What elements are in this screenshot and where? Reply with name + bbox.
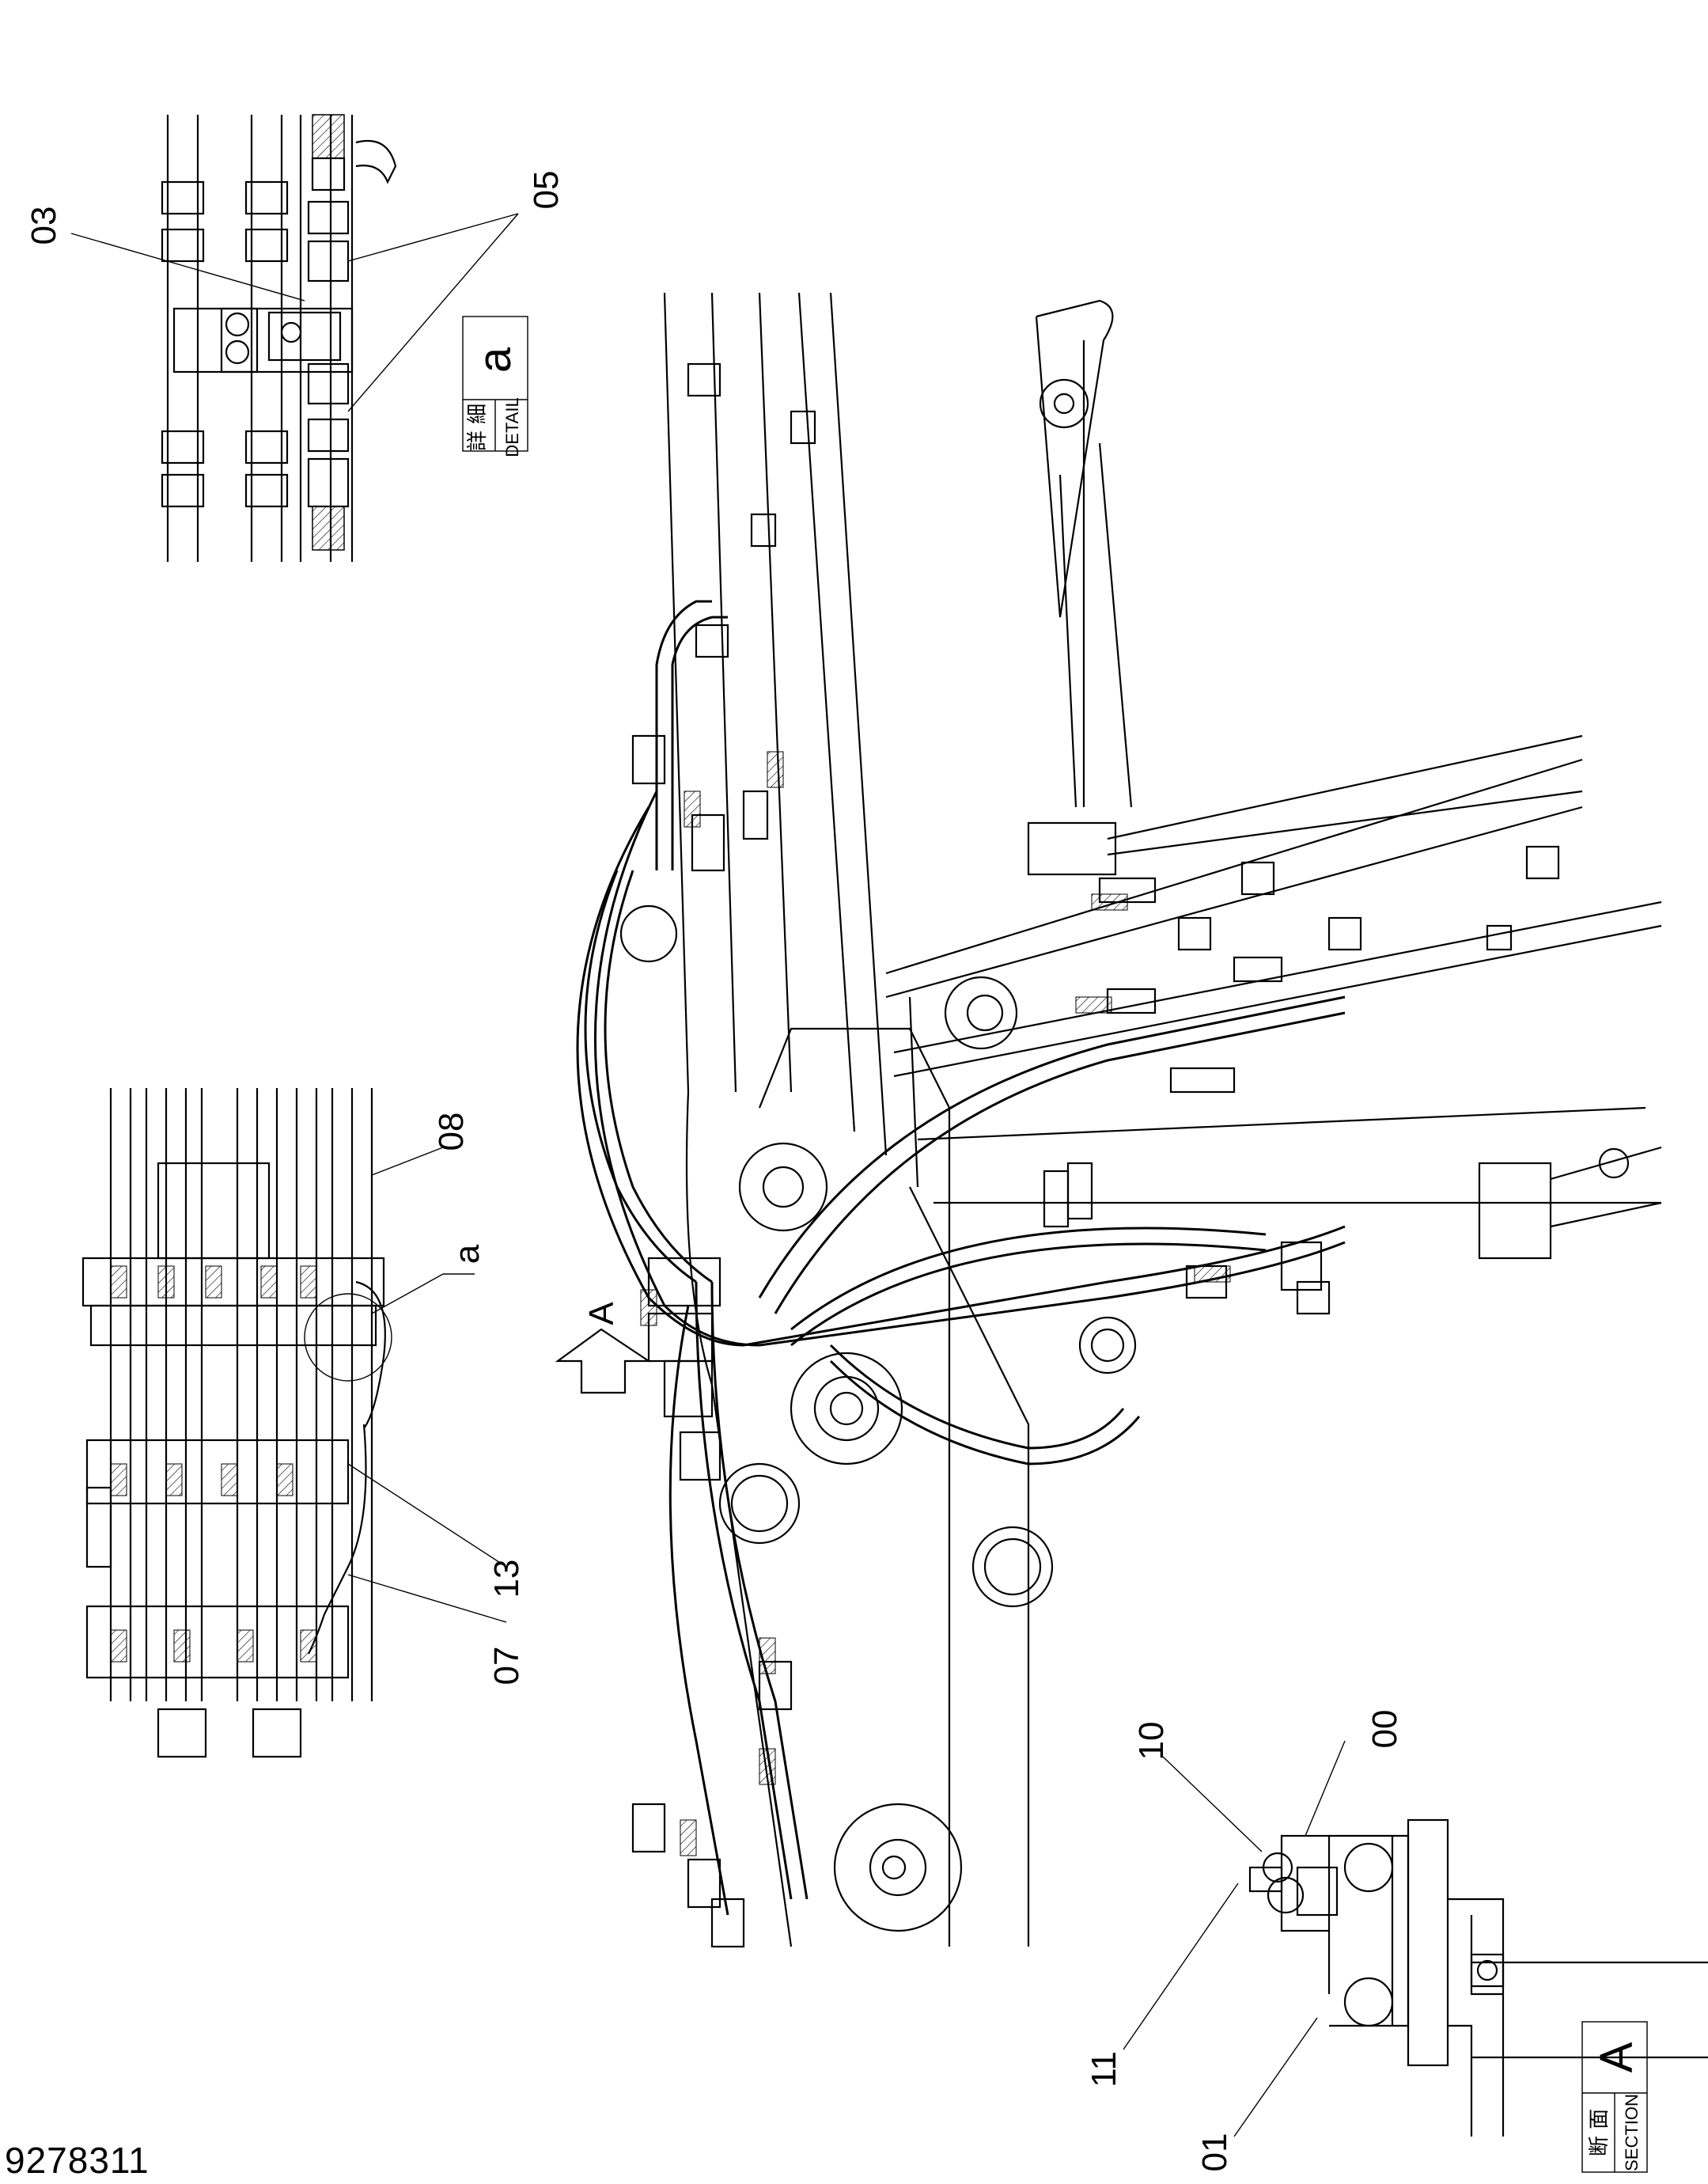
section-a-view: 10 00 11 01 断 面 SECTION A	[1085, 1710, 1708, 2173]
callout-05: 05	[527, 171, 566, 210]
section-en-label: SECTION	[1622, 2094, 1642, 2171]
callout-07: 07	[487, 1647, 526, 1685]
callout-08: 08	[432, 1113, 471, 1151]
section-a-title-box: 断 面 SECTION A	[1581, 2021, 1648, 2173]
document-number: 9278311	[5, 2140, 150, 2181]
hose-bundle-view: 08 a 13 07	[81, 1088, 526, 1758]
section-letter: A	[1591, 2042, 1642, 2072]
detail-letter: a	[469, 347, 521, 373]
callout-11: 11	[1085, 2051, 1123, 2087]
main-boom-assembly	[576, 292, 1662, 1948]
callout-10: 10	[1132, 1722, 1171, 1761]
callout-13: 13	[487, 1560, 526, 1598]
callout-01: 01	[1195, 2133, 1234, 2172]
detail-en-label: DETAIL	[502, 397, 522, 457]
callout-00: 00	[1365, 1710, 1404, 1749]
callout-a: a	[448, 1244, 487, 1264]
detail-a-title-box: 詳 細 DETAIL a	[462, 316, 528, 457]
view-arrow-letter: A	[582, 1302, 621, 1325]
section-jp-label: 断 面	[1588, 2109, 1611, 2156]
detail-a-view: 03 05 詳 細 DETAIL a	[25, 114, 566, 562]
view-arrow-a: A	[555, 1302, 652, 1394]
callout-03: 03	[25, 207, 63, 245]
detail-jp-label: 詳 細	[466, 404, 490, 451]
